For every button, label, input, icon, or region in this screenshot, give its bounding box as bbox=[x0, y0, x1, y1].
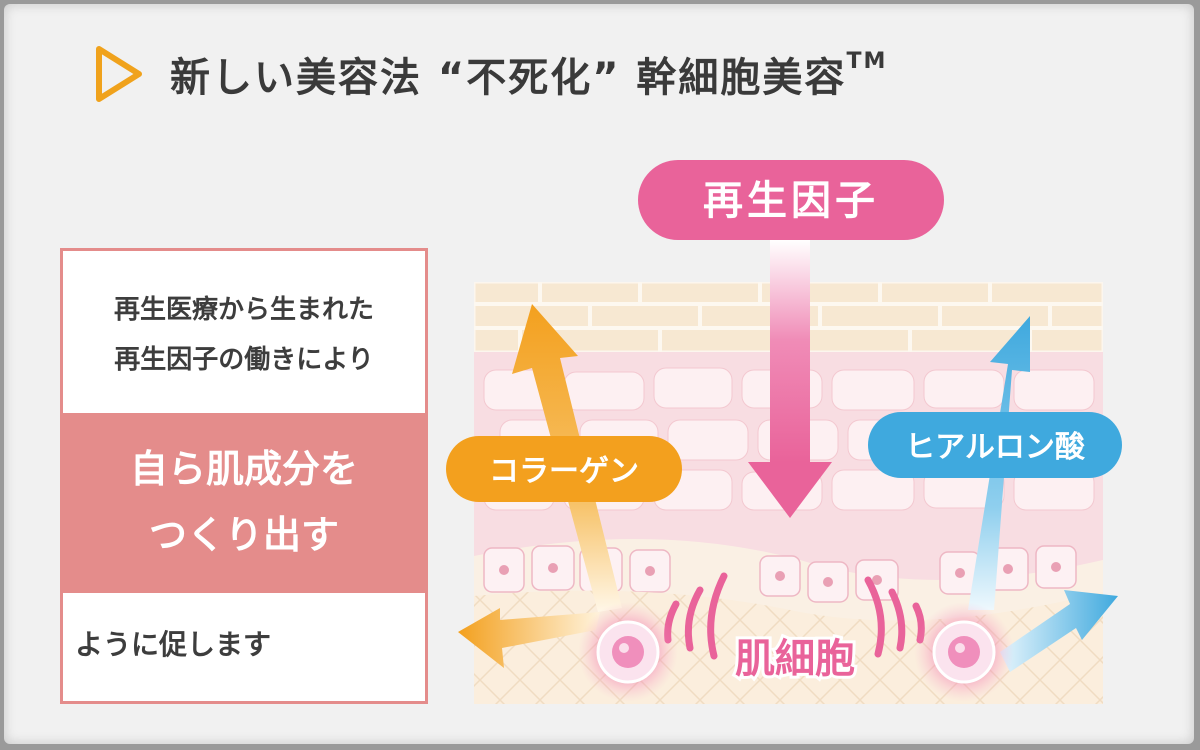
explanation-highlight: 自ら肌成分を つくり出す bbox=[63, 413, 425, 593]
skin-cell-left bbox=[578, 602, 678, 702]
svg-text:ヒアルロン酸: ヒアルロン酸 bbox=[905, 430, 1086, 465]
skin-cell-label: 肌細胞 bbox=[735, 636, 855, 682]
explanation-intro: 再生医療から生まれた 再生因子の働きにより bbox=[113, 295, 374, 375]
page-title: 新しい美容法 “不死化” 幹細胞美容TM bbox=[170, 49, 888, 101]
explanation-outro: ように促します bbox=[75, 628, 272, 661]
title-row: 新しい美容法 “不死化” 幹細胞美容TM bbox=[94, 42, 887, 106]
regen-factor-label: 再生因子 bbox=[638, 160, 944, 240]
collagen-label: コラーゲン bbox=[446, 436, 682, 502]
explanation-box: 再生医療から生まれた 再生因子の働きにより 自ら肌成分を つくり出す ように促し… bbox=[60, 248, 428, 704]
regen-factor-arrow bbox=[748, 240, 832, 518]
svg-text:コラーゲン: コラーゲン bbox=[489, 454, 639, 489]
hyaluronic-label: ヒアルロン酸 bbox=[868, 412, 1122, 478]
play-triangle-icon bbox=[96, 46, 142, 102]
skin-cell-right bbox=[914, 602, 1014, 702]
svg-text:再生因子: 再生因子 bbox=[703, 178, 879, 224]
